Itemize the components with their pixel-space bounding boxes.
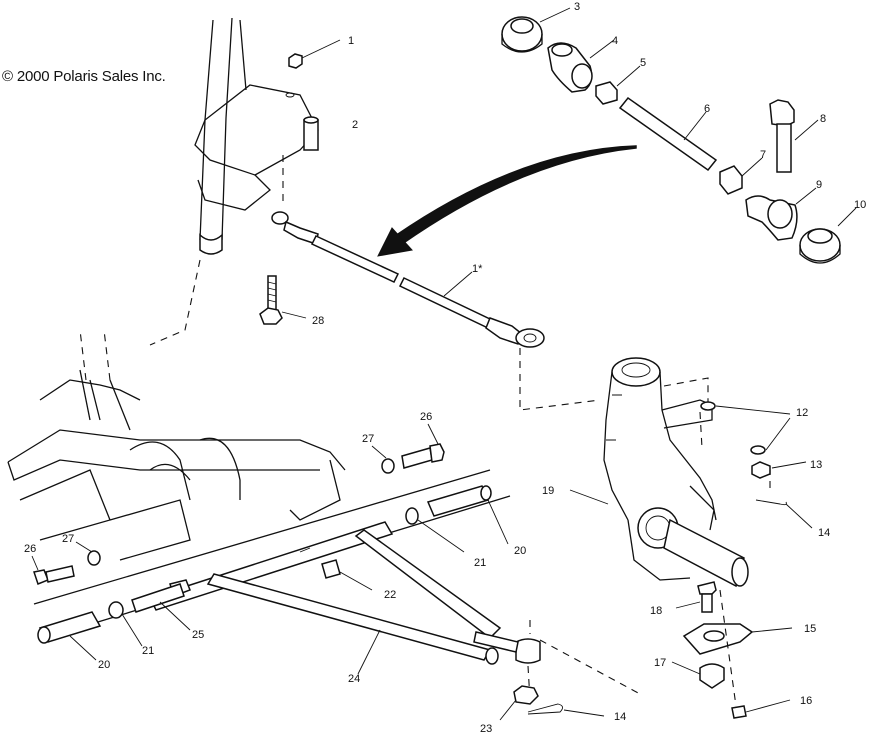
- callout-16: 16: [800, 695, 812, 707]
- spindle-knuckle: [569, 357, 749, 588]
- bolt-26-washer-27-lower: [31, 541, 101, 585]
- callout-1-star: 1*: [472, 263, 483, 275]
- callout-14-upper: 14: [818, 527, 830, 539]
- assembled-tie-rod: [271, 211, 601, 411]
- callout-labels: 1 2 3 4 5 6 7 8 9 10 1* 12 13 14 14 15 1…: [24, 1, 866, 732]
- callout-17: 17: [654, 657, 666, 669]
- callout-23: 23: [480, 723, 492, 732]
- callout-20-lower: 20: [98, 659, 110, 671]
- callout-26-lower: 26: [24, 543, 36, 555]
- bushing-20-21-lower: [37, 601, 143, 661]
- callout-26-upper: 26: [420, 411, 432, 423]
- part-7-jam-nut: [719, 157, 763, 195]
- callout-19: 19: [542, 485, 554, 497]
- callout-22: 22: [384, 589, 396, 601]
- callout-21-upper: 21: [474, 557, 486, 569]
- hardware-12-13-14: [699, 401, 813, 529]
- frame-section: [7, 329, 346, 561]
- tie-rod-kit: [501, 7, 857, 264]
- part-9-rod-end: [745, 187, 817, 241]
- callout-28: 28: [312, 315, 324, 327]
- callout-6: 6: [704, 103, 710, 115]
- callout-4: 4: [612, 35, 618, 47]
- callout-9: 9: [816, 179, 822, 191]
- callout-2: 2: [352, 119, 358, 131]
- part-3-bushing: [501, 7, 571, 53]
- bushing-20-21-upper: [405, 485, 509, 553]
- callout-24: 24: [348, 673, 360, 685]
- part-4-rod-end: [547, 39, 615, 93]
- part-10-bushing: [799, 207, 857, 264]
- part-1-nut: [288, 39, 341, 69]
- callout-14-lower: 14: [614, 711, 626, 723]
- part-6-tie-rod-shaft: [618, 96, 718, 172]
- assembly-arrow: [377, 145, 637, 257]
- part-28-stud: [259, 275, 307, 325]
- callout-12: 12: [796, 407, 808, 419]
- steering-post-assembly: [149, 17, 319, 346]
- a-arm: [33, 469, 641, 701]
- hardware-23-14-lower: [499, 685, 605, 721]
- callout-1: 1: [348, 35, 354, 47]
- part-5-jam-nut: [595, 65, 641, 105]
- ball-joint-hardware: [671, 581, 793, 719]
- callout-8: 8: [820, 113, 826, 125]
- callout-7: 7: [760, 149, 766, 161]
- part-8-bolt: [769, 99, 819, 173]
- callout-5: 5: [640, 57, 646, 69]
- callout-20-upper: 20: [514, 545, 526, 557]
- callout-3: 3: [574, 1, 580, 13]
- callout-15: 15: [804, 623, 816, 635]
- callout-10: 10: [854, 199, 866, 211]
- callout-21-lower: 21: [142, 645, 154, 657]
- bolt-26-washer-27-upper: [371, 423, 445, 474]
- callout-13: 13: [810, 459, 822, 471]
- callout-27-upper: 27: [362, 433, 374, 445]
- copyright-notice: © 2000 Polaris Sales Inc.: [2, 68, 166, 85]
- callout-27-lower: 27: [62, 533, 74, 545]
- callout-18: 18: [650, 605, 662, 617]
- callout-25: 25: [192, 629, 204, 641]
